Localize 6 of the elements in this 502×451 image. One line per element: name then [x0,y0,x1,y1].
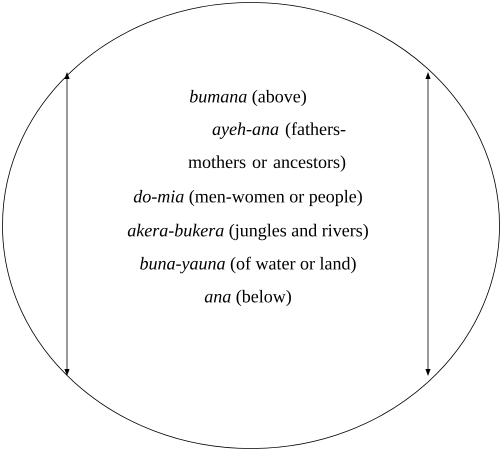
text-line: ayeh-ana (fathers-mothers or ancestors) [188,122,346,172]
text-line: buna-yauna (of water or land) [140,256,356,274]
text-line: akera-bukera (jungles and rivers) [128,224,368,240]
text-line: ana (below) [204,290,291,306]
text-line: bumana (above) [190,90,306,106]
text-line: do-mia (men-women or people) [134,190,362,206]
